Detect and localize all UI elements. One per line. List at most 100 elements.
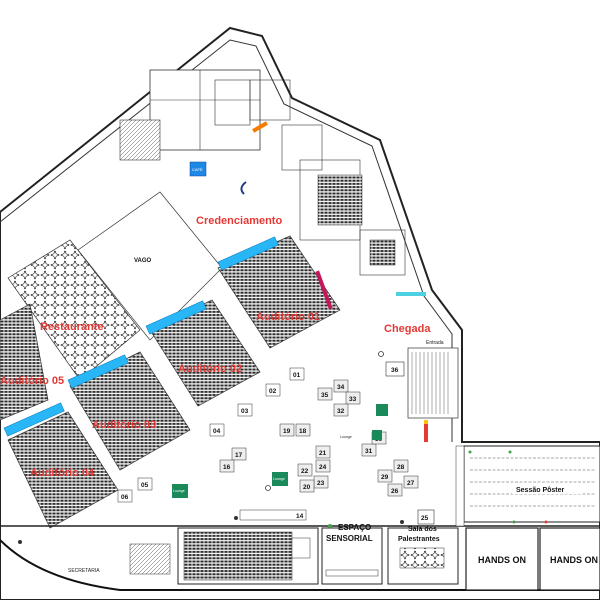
- marker-7: [508, 450, 512, 454]
- espaco-sensorial-label-2: SENSORIAL: [326, 534, 373, 543]
- lounge-3: [376, 404, 388, 416]
- booth-14[interactable]: [239, 509, 307, 521]
- booth-14-num: 14: [296, 513, 304, 520]
- hands-on-2-room: [539, 527, 600, 591]
- booth-26[interactable]: [387, 483, 403, 497]
- cafe-label: CAFÉ: [192, 167, 203, 172]
- booth-23-num: 23: [317, 480, 325, 487]
- espaco-sensorial-label-1: ESPAÇO: [338, 523, 371, 532]
- booth-grid: 36 35 34 33 32 31 30 29 28 27 26 25 24 2…: [117, 361, 435, 525]
- booth-32-num: 32: [337, 408, 345, 415]
- booth-18-num: 18: [299, 428, 307, 435]
- marker-1: [378, 351, 384, 357]
- lounge-2: [272, 472, 288, 486]
- booth-24-num: 24: [319, 464, 327, 471]
- booth-36[interactable]: [385, 361, 405, 377]
- cyan-strip: [396, 292, 426, 296]
- booth-19[interactable]: [279, 423, 295, 437]
- espaco-sensorial-room: [321, 527, 383, 585]
- arrival-stairs: [407, 347, 459, 419]
- sessao-poster-label: Sessão Pôster: [516, 487, 565, 494]
- booth-34-num: 34: [337, 384, 345, 391]
- vago-label: VAGO: [134, 258, 152, 264]
- booth-02-num: 02: [269, 388, 277, 395]
- booth-03-num: 03: [241, 408, 249, 415]
- booth-05-num: 05: [141, 482, 149, 489]
- booth-29-num: 29: [381, 474, 389, 481]
- booth-01-num: 01: [293, 372, 301, 379]
- marker-5: [328, 524, 332, 528]
- auditorio-05[interactable]: [0, 303, 49, 421]
- booth-20-num: 20: [303, 484, 311, 491]
- hands-on-1-label: HANDS ON: [478, 555, 526, 565]
- booth-33[interactable]: [345, 391, 361, 405]
- auditorio-02-label: Auditório 02: [178, 363, 242, 375]
- booth-27-num: 27: [407, 480, 415, 487]
- marker-10: [18, 540, 22, 544]
- lounge-4: [372, 430, 382, 440]
- booth-06[interactable]: [117, 489, 133, 503]
- entrada-label: Entrada: [426, 340, 444, 346]
- marker-6: [468, 450, 472, 454]
- marker-8: [512, 520, 516, 524]
- credenciamento-label: Credenciamento: [196, 215, 282, 227]
- curved-facade: [0, 539, 600, 591]
- booth-25-num: 25: [421, 515, 429, 522]
- auditorio-01[interactable]: [217, 235, 341, 349]
- booth-02[interactable]: [265, 383, 281, 397]
- hands-on-2-label: HANDS ON: [550, 555, 598, 565]
- booth-20[interactable]: [299, 479, 315, 493]
- booth-24[interactable]: [315, 459, 331, 473]
- booth-01[interactable]: [289, 367, 305, 381]
- booth-17[interactable]: [231, 447, 247, 461]
- marker-9: [544, 520, 548, 524]
- sala-palestrantes-label-1: Sala dos: [408, 526, 437, 533]
- booth-27[interactable]: [403, 475, 419, 489]
- lounge-1: [172, 484, 188, 498]
- lounge-2-label: Lounge: [273, 477, 285, 481]
- red-yellow-stripe: [424, 424, 428, 442]
- booth-32[interactable]: [333, 403, 349, 417]
- service-block: [119, 69, 406, 276]
- booth-03[interactable]: [237, 403, 253, 417]
- booth-18[interactable]: [295, 423, 311, 437]
- booth-33-num: 33: [349, 396, 357, 403]
- booth-22[interactable]: [297, 463, 313, 477]
- restaurante-label: Restaurante: [40, 321, 104, 333]
- booth-21[interactable]: [315, 445, 331, 459]
- orange-marker: [252, 121, 268, 133]
- booth-25[interactable]: [417, 509, 435, 525]
- booth-34[interactable]: [333, 379, 349, 393]
- booth-04[interactable]: [209, 423, 225, 437]
- booth-36-num: 36: [391, 367, 399, 374]
- booth-31-num: 31: [365, 448, 373, 455]
- auditorio-03-label: Auditório 03: [92, 419, 156, 431]
- booth-31[interactable]: [361, 443, 377, 457]
- booth-05[interactable]: [137, 477, 153, 491]
- auditorio-05-label: Auditório 05: [0, 375, 64, 387]
- hands-on-1-room: [465, 527, 539, 591]
- inner-wall: [0, 39, 453, 442]
- secretaria-label: SECRETARIA: [68, 568, 100, 574]
- booth-06-num: 06: [121, 494, 129, 501]
- booth-17-num: 17: [235, 452, 243, 459]
- chegada-label: Chegada: [384, 323, 431, 335]
- booth-22-num: 22: [301, 468, 309, 475]
- auditorio-02[interactable]: [145, 299, 261, 407]
- booth-35[interactable]: [317, 387, 333, 401]
- marker-3: [234, 516, 238, 520]
- sala-palestrantes-label-2: Palestrantes: [398, 536, 440, 543]
- auditorio-01-label: Auditório 01: [256, 311, 320, 323]
- booth-35-num: 35: [321, 392, 329, 399]
- lounge-4-label: Lounge: [340, 435, 352, 439]
- booth-16-num: 16: [223, 464, 231, 471]
- magenta-marker: [315, 270, 333, 310]
- booth-16[interactable]: [219, 459, 235, 473]
- booth-26-num: 26: [391, 488, 399, 495]
- auditorio-03[interactable]: [67, 351, 191, 471]
- booth-04-num: 04: [213, 428, 221, 435]
- cafe-counter: [189, 161, 207, 177]
- booth-28[interactable]: [393, 459, 409, 473]
- booth-29[interactable]: [377, 469, 393, 483]
